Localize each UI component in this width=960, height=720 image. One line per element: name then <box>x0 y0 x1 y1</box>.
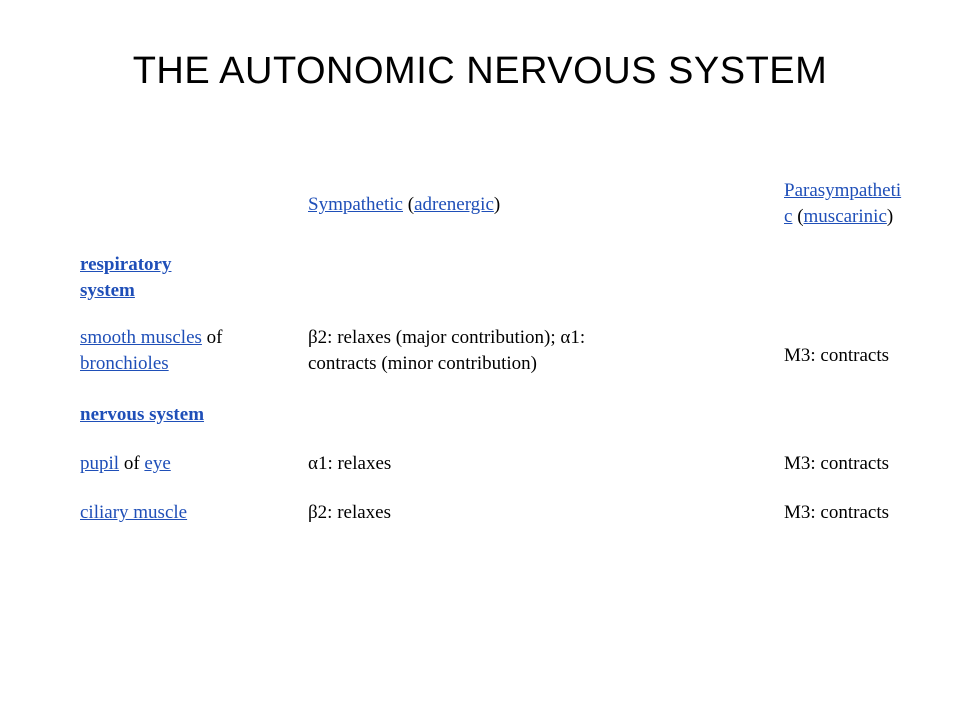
pupil-parasympathetic: M3: contracts <box>784 453 890 474</box>
pupil-row-label: pupil of eye <box>80 451 300 477</box>
nervous-system-heading: nervous system <box>80 402 300 428</box>
cell-text: β2: relaxes (major contribution); α1: <box>308 327 586 348</box>
pupil-link[interactable]: pupil <box>80 453 120 474</box>
ciliary-parasympathetic: M3: contracts <box>784 502 890 523</box>
header-text: ) <box>493 194 501 215</box>
parasympathetic-link-continued[interactable]: c <box>784 205 793 227</box>
bronchioles-sympathetic: β2: relaxes (major contribution); α1: co… <box>308 325 708 376</box>
header-text: ) <box>886 205 894 227</box>
nervous-system-link[interactable]: nervous system <box>80 404 205 425</box>
muscarinic-link[interactable]: muscarinic <box>803 205 887 227</box>
header-text: ( <box>792 205 804 227</box>
slide-title: THE AUTONOMIC NERVOUS SYSTEM <box>132 50 828 92</box>
header-text: ( <box>402 194 415 215</box>
adrenergic-link[interactable]: adrenergic <box>414 194 494 215</box>
smooth-muscles-link[interactable]: smooth muscles <box>80 327 202 348</box>
of-text: of <box>119 453 145 474</box>
ciliary-row-label: ciliary muscle <box>80 500 300 526</box>
of-text: of <box>201 327 223 348</box>
bronchioles-row-label: smooth muscles of bronchioles <box>80 325 300 376</box>
pupil-sympathetic: α1: relaxes <box>308 453 392 474</box>
header-parasympathetic: Parasympatheti c (muscarinic) <box>784 178 960 229</box>
respiratory-system-heading: respiratory system <box>80 252 300 303</box>
sympathetic-link[interactable]: Sympathetic <box>308 194 403 215</box>
header-sympathetic: Sympathetic (adrenergic) <box>308 192 708 218</box>
system-link[interactable]: system <box>80 279 135 301</box>
cell-text: contracts (minor contribution) <box>308 352 537 374</box>
parasympathetic-link[interactable]: Parasympatheti <box>784 180 902 201</box>
eye-link[interactable]: eye <box>144 453 171 474</box>
ciliary-sympathetic: β2: relaxes <box>308 502 391 523</box>
ciliary-muscle-link[interactable]: ciliary muscle <box>80 502 188 523</box>
respiratory-link[interactable]: respiratory <box>80 254 172 275</box>
bronchioles-parasympathetic: M3: contracts <box>784 345 890 366</box>
bronchioles-link[interactable]: bronchioles <box>80 352 169 374</box>
